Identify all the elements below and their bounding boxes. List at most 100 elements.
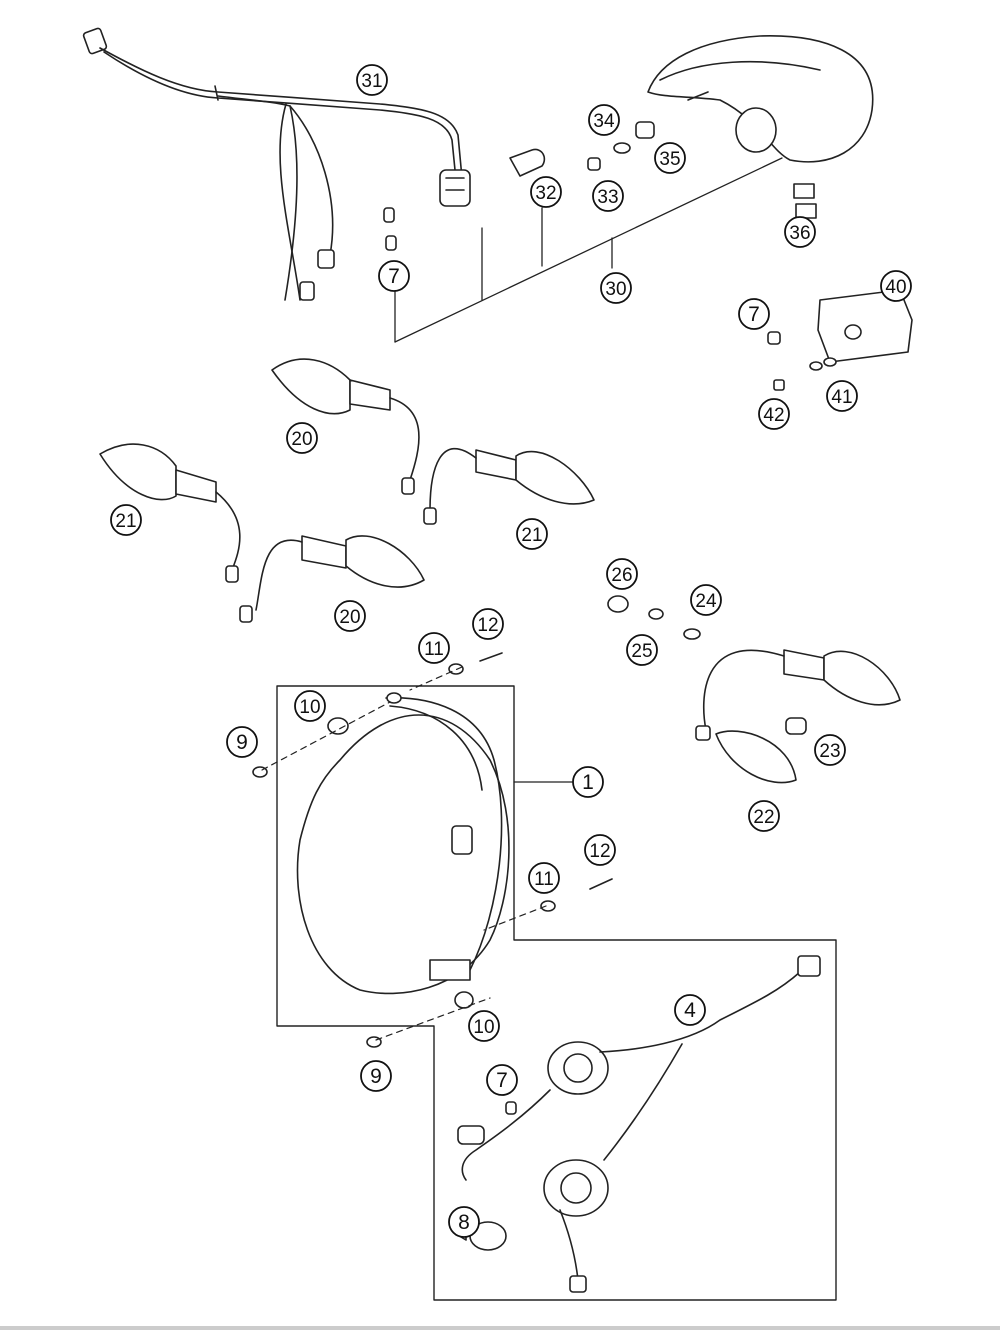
callout-33: 33	[592, 180, 624, 212]
callout-label: 26	[611, 565, 632, 586]
indicator-21-left	[99, 443, 241, 583]
callout-circle	[472, 608, 504, 640]
bulb-socket-left	[299, 169, 471, 301]
callout-label: 10	[473, 1017, 494, 1038]
callout-31: 31	[356, 64, 388, 96]
mount-parts-9-12	[252, 652, 613, 1048]
callout-circle	[356, 64, 388, 96]
indicator-rear-right	[695, 649, 901, 784]
callout-label: 20	[291, 429, 312, 450]
callout-10a: 10	[294, 690, 326, 722]
small-bulbs	[383, 207, 397, 251]
tail-light-parts	[587, 121, 817, 219]
callout-1: 1	[572, 766, 604, 798]
callout-41: 41	[826, 380, 858, 412]
callout-21b: 21	[516, 518, 548, 550]
dashed-leaders	[261, 666, 547, 1041]
callout-24: 24	[690, 584, 722, 616]
callout-label: 11	[534, 869, 554, 890]
callout-label: 1	[582, 771, 594, 794]
callout-label: 21	[115, 511, 136, 532]
callout-circle	[226, 726, 258, 758]
callout-label: 22	[753, 807, 774, 828]
callout-label: 10	[299, 697, 320, 718]
callout-35: 35	[654, 142, 686, 174]
callout-label: 40	[885, 277, 906, 298]
callout-circle	[826, 380, 858, 412]
callout-label: 31	[361, 71, 382, 92]
callout-23: 23	[814, 734, 846, 766]
callout-34: 34	[588, 104, 620, 136]
callout-circle	[654, 142, 686, 174]
callout-circle	[592, 180, 624, 212]
callout-label: 41	[831, 387, 852, 408]
callout-label: 33	[597, 187, 618, 208]
license-plate-light	[767, 289, 913, 391]
callout-circle	[738, 298, 770, 330]
callout-circle	[516, 518, 548, 550]
callout-label: 11	[424, 639, 444, 660]
callout-label: 36	[789, 223, 810, 244]
callout-20b: 20	[334, 600, 366, 632]
callout-label: 7	[496, 1069, 508, 1092]
headlight-box-1	[276, 685, 837, 1301]
wiring-harness	[82, 27, 463, 301]
callout-circle	[880, 270, 912, 302]
callout-circle	[572, 766, 604, 798]
callout-circle	[486, 1064, 518, 1096]
callout-label: 9	[236, 731, 248, 754]
callout-20a: 20	[286, 422, 318, 454]
callout-32: 32	[530, 176, 562, 208]
callout-12b: 12	[584, 834, 616, 866]
callout-circle	[378, 260, 410, 292]
callout-11b: 11	[528, 862, 560, 894]
callout-label: 7	[748, 303, 760, 326]
callout-circle	[530, 176, 562, 208]
nut-parts-24-26	[607, 595, 701, 640]
tail-light-housing	[647, 35, 874, 163]
callout-lines-30	[394, 157, 783, 343]
callout-7c: 7	[486, 1064, 518, 1096]
callout-circle	[418, 632, 450, 664]
callout-40: 40	[880, 270, 912, 302]
callout-label: 25	[631, 641, 652, 662]
callout-circle	[588, 104, 620, 136]
callout-circle	[584, 834, 616, 866]
callout-circle	[294, 690, 326, 722]
callout-8: 8	[448, 1206, 480, 1238]
callout-10b: 10	[468, 1010, 500, 1042]
callout-4: 4	[674, 994, 706, 1026]
headlight-unit	[296, 692, 510, 995]
callout-label: 24	[695, 591, 717, 612]
callout-22: 22	[748, 800, 780, 832]
callout-circle	[606, 558, 638, 590]
callout-label: 32	[535, 183, 556, 204]
callout-circle	[528, 862, 560, 894]
callout-label: 9	[370, 1065, 382, 1088]
callout-9a: 9	[226, 726, 258, 758]
callout-circle	[748, 800, 780, 832]
callout-circle	[626, 634, 658, 666]
headlight-harness	[461, 955, 821, 1293]
callout-label: 4	[684, 999, 696, 1022]
indicator-20-upper	[271, 358, 420, 495]
callout-circle	[110, 504, 142, 536]
callout-42: 42	[758, 398, 790, 430]
callout-21a: 21	[110, 504, 142, 536]
callout-circle	[468, 1010, 500, 1042]
callout-circle	[286, 422, 318, 454]
callout-9b: 9	[360, 1060, 392, 1092]
callout-7a: 7	[378, 260, 410, 292]
callout-label: 12	[589, 841, 610, 862]
callout-label: 7	[388, 265, 400, 288]
callout-label: 34	[593, 111, 615, 132]
callout-circle	[784, 216, 816, 248]
callout-circle	[674, 994, 706, 1026]
callout-36: 36	[784, 216, 816, 248]
callout-label: 8	[458, 1211, 470, 1234]
callout-circle	[448, 1206, 480, 1238]
bulb-32	[509, 148, 546, 177]
